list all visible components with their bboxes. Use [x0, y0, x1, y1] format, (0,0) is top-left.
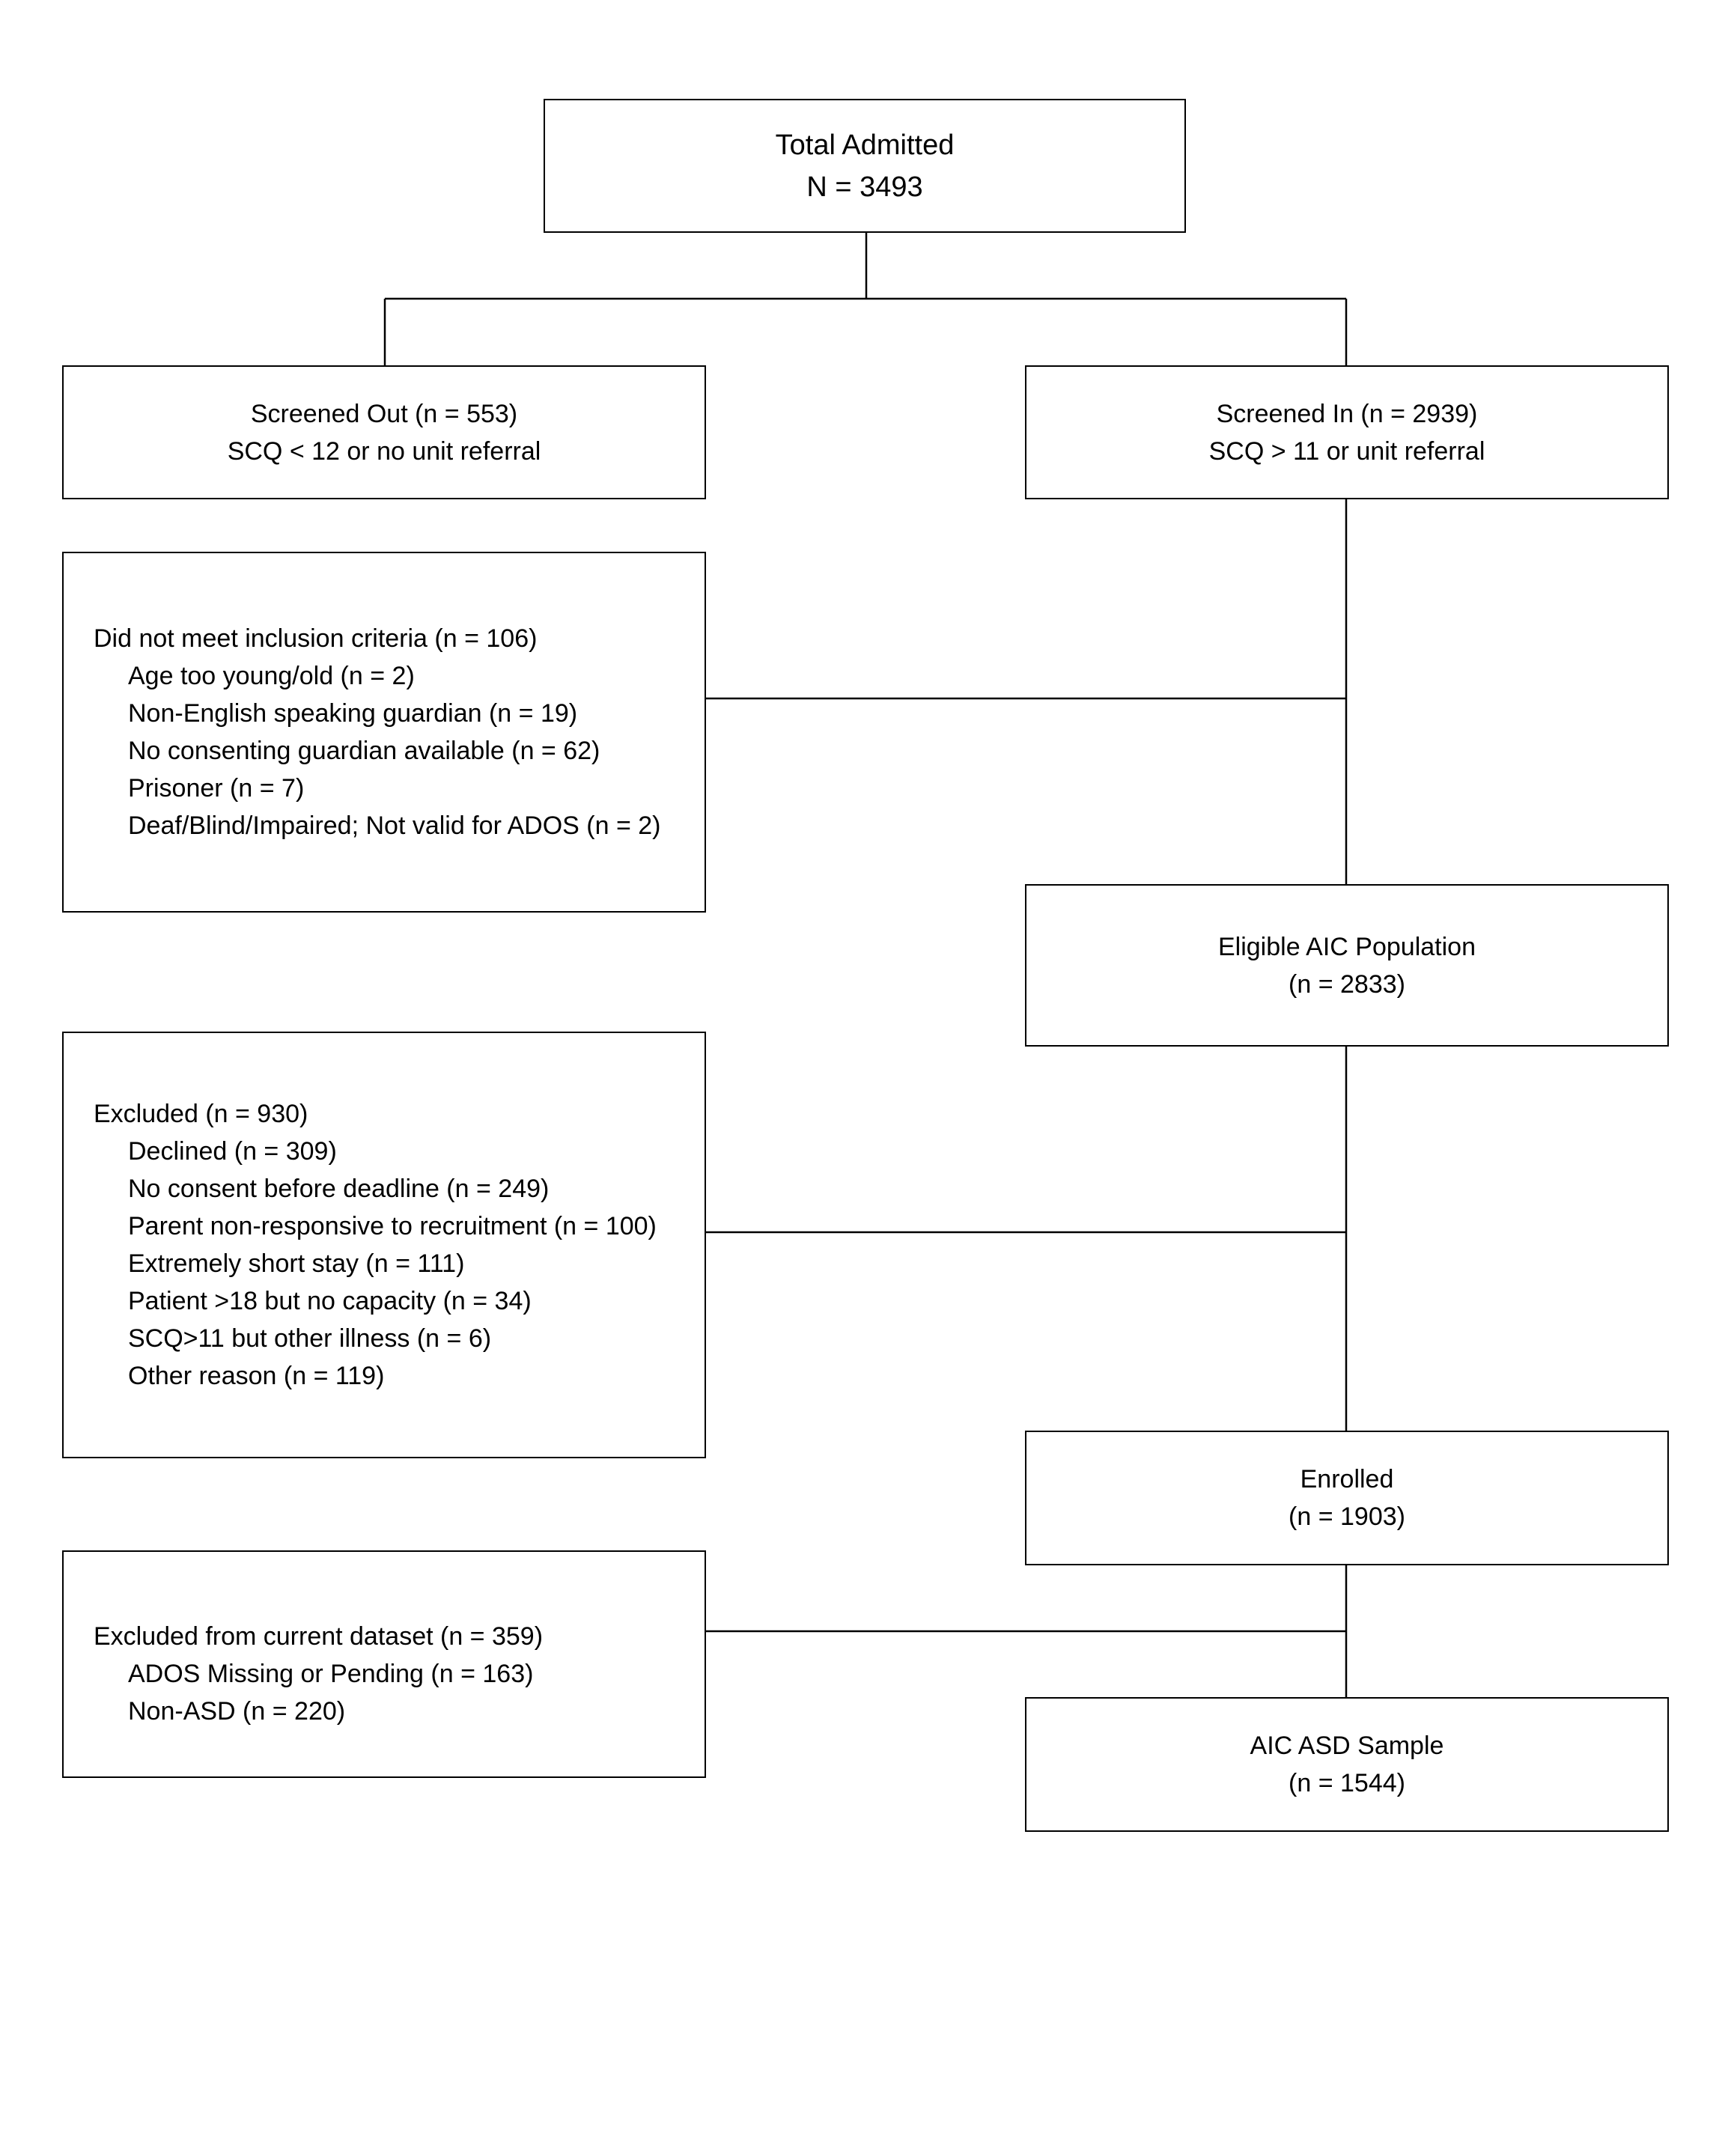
excluded-item: SCQ>11 but other illness (n = 6) — [128, 1324, 492, 1353]
screened-out-box: Screened Out (n = 553) SCQ < 12 or no un… — [62, 365, 706, 499]
excluded-dataset-box: Excluded from current dataset (n = 359) … — [62, 1550, 706, 1778]
screened-in-title: Screened In (n = 2939) — [1216, 399, 1478, 428]
asd-sample-title: AIC ASD Sample — [1250, 1732, 1444, 1760]
screened-in-criteria: SCQ > 11 or unit referral — [1208, 436, 1485, 466]
excluded-item: Parent non-responsive to recruitment (n … — [128, 1212, 657, 1240]
excluded-item: Patient >18 but no capacity (n = 34) — [128, 1287, 532, 1315]
not-included-item: No consenting guardian available (n = 62… — [128, 737, 600, 765]
enrolled-count: (n = 1903) — [1289, 1502, 1405, 1531]
asd-sample-box: AIC ASD Sample (n = 1544) — [1025, 1697, 1669, 1832]
not-included-item: Deaf/Blind/Impaired; Not valid for ADOS … — [128, 811, 661, 840]
excluded-item: Extremely short stay (n = 111) — [128, 1249, 465, 1278]
eligible-population-count: (n = 2833) — [1289, 969, 1405, 999]
total-admitted-title: Total Admitted — [775, 129, 955, 161]
total-admitted-box: Total Admitted N = 3493 — [544, 99, 1186, 233]
excluded-item: Declined (n = 309) — [128, 1137, 337, 1166]
excluded-box: Excluded (n = 930) Declined (n = 309) No… — [62, 1032, 706, 1458]
not-included-item: Prisoner (n = 7) — [128, 774, 305, 803]
excluded-dataset-header: Excluded from current dataset (n = 359) — [94, 1622, 544, 1651]
excluded-dataset-item: ADOS Missing or Pending (n = 163) — [128, 1660, 534, 1688]
excluded-item: Other reason (n = 119) — [128, 1362, 385, 1390]
asd-sample-count: (n = 1544) — [1289, 1769, 1405, 1797]
not-included-box: Did not meet inclusion criteria (n = 106… — [62, 552, 706, 913]
not-included-item: Age too young/old (n = 2) — [128, 662, 415, 690]
enrolled-title: Enrolled — [1300, 1465, 1394, 1493]
not-included-item: Non-English speaking guardian (n = 19) — [128, 699, 578, 728]
eligible-population-title: Eligible AIC Population — [1217, 932, 1476, 961]
not-included-header: Did not meet inclusion criteria (n = 106… — [94, 624, 538, 653]
excluded-item: No consent before deadline (n = 249) — [128, 1175, 550, 1203]
enrolled-box: Enrolled (n = 1903) — [1025, 1431, 1669, 1565]
screened-in-box: Screened In (n = 2939) SCQ > 11 or unit … — [1025, 365, 1669, 499]
screened-out-criteria: SCQ < 12 or no unit referral — [227, 436, 541, 466]
screened-out-title: Screened Out (n = 553) — [250, 399, 518, 428]
excluded-dataset-item: Non-ASD (n = 220) — [128, 1697, 346, 1726]
eligible-population-box: Eligible AIC Population (n = 2833) — [1025, 884, 1669, 1047]
total-admitted-count: N = 3493 — [806, 171, 923, 203]
excluded-header: Excluded (n = 930) — [94, 1100, 308, 1128]
